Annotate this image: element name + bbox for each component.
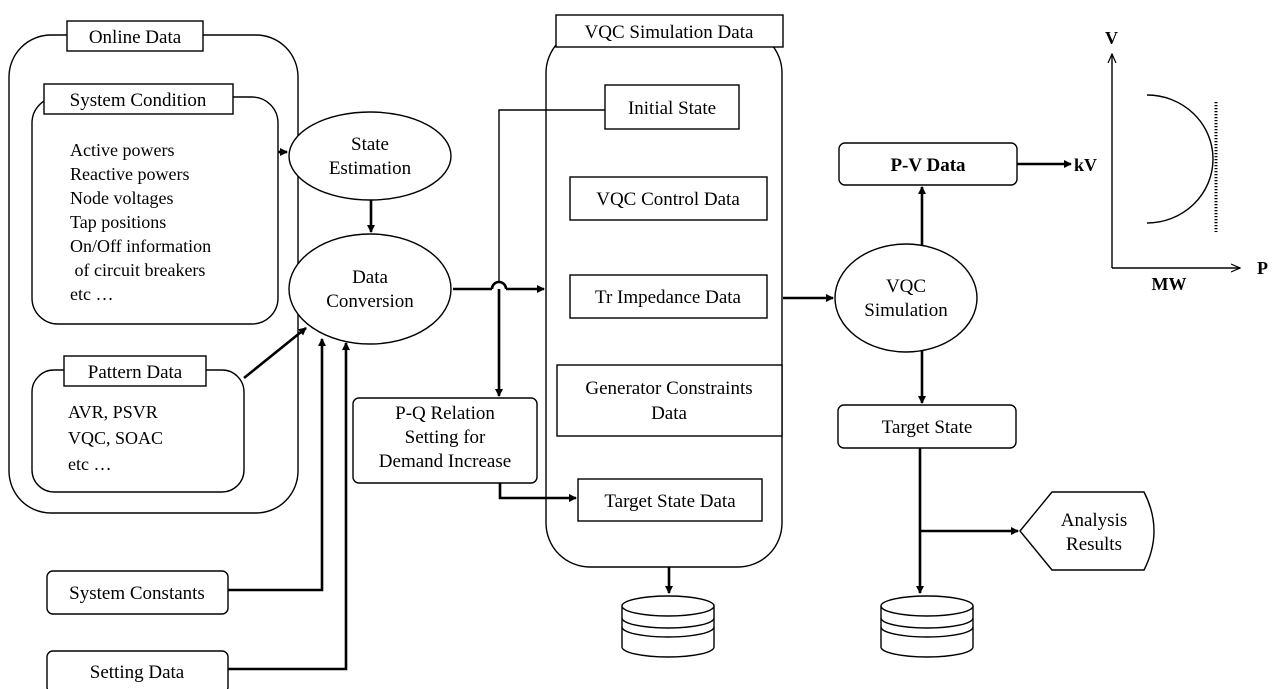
system-condition-item: etc … [70, 284, 113, 304]
pv-curve-sketch: V P kV MW [1074, 28, 1268, 294]
vqc-simulation-data-title-box [555, 14, 784, 48]
pv-curve-y-label: V [1105, 28, 1118, 48]
pv-curve-kv-label: kV [1074, 155, 1097, 175]
pattern-data-title: Pattern Data [88, 362, 183, 383]
data-conversion-label: Data [352, 267, 388, 288]
state-estimation-label: Estimation [329, 158, 412, 179]
target-state-label: Target State [882, 417, 973, 438]
system-condition-item: On/Off information [70, 236, 211, 256]
system-condition-item: Reactive powers [70, 164, 189, 184]
setting-data-label: Setting Data [90, 662, 185, 683]
database-cylinder-1 [621, 595, 715, 658]
initial-state-label: Initial State [628, 98, 716, 119]
pv-curve-nose [1146, 94, 1214, 224]
database-cylinder-2 [880, 595, 974, 658]
system-condition-item: of circuit breakers [70, 260, 205, 280]
generator-constraints-label: Data [651, 403, 687, 424]
pv-curve-x-label: P [1257, 258, 1268, 278]
system-condition-frame [31, 96, 279, 325]
data-conversion-label: Conversion [326, 291, 414, 312]
setting-data-box [46, 650, 229, 689]
tr-impedance-data-label: Tr Impedance Data [595, 287, 742, 308]
system-constants-label: System Constants [69, 583, 205, 604]
tr-impedance-data-box [569, 274, 768, 319]
system-condition-title-box [43, 83, 234, 115]
online-data-title: Online Data [89, 27, 182, 48]
pattern-data-title-box [63, 355, 207, 387]
pv-curve-mw-label: MW [1152, 274, 1187, 294]
pattern-data-item: AVR, PSVR [68, 402, 158, 422]
pattern-data-item: VQC, SOAC [68, 428, 163, 448]
vqc-simulation-node [834, 243, 978, 353]
system-condition-item: Tap positions [70, 212, 166, 232]
pattern-data-item: etc … [68, 454, 111, 474]
pv-data-label: P-V Data [890, 155, 966, 176]
vqc-simulation-data-group: VQC Simulation Data Initial State VQC Co… [545, 14, 784, 568]
pq-relation-label: P-Q Relation [395, 403, 495, 424]
vqc-simulation-label: Simulation [864, 300, 948, 321]
pq-relation-box [352, 397, 538, 484]
state-estimation-node [288, 111, 452, 201]
system-constants-box [46, 570, 229, 615]
target-state-data-box [577, 478, 763, 522]
initial-state-box [604, 84, 740, 130]
vqc-simulation-data-title: VQC Simulation Data [585, 22, 754, 43]
system-condition-title: System Condition [70, 90, 207, 111]
data-conversion-node [288, 233, 452, 345]
vqc-simulation-label: VQC [886, 276, 926, 297]
system-condition-item: Node voltages [70, 188, 173, 208]
state-estimation-label: State [351, 134, 389, 155]
connectors [228, 109, 1072, 671]
target-state-data-label: Target State Data [604, 491, 736, 512]
generator-constraints-label: Generator Constraints [585, 378, 752, 399]
system-condition-item: Active powers [70, 140, 174, 160]
online-data-title-box [66, 20, 204, 52]
generator-constraints-box [556, 364, 783, 437]
analysis-results-label: Results [1066, 534, 1122, 555]
analysis-results-shape [1019, 491, 1155, 571]
analysis-results-label: Analysis [1061, 510, 1128, 531]
pq-relation-label: Demand Increase [379, 451, 511, 472]
vqc-control-data-box [569, 176, 768, 221]
online-data-group: Online Data System Condition Active powe… [8, 20, 299, 514]
vqc-control-data-label: VQC Control Data [596, 189, 740, 210]
pq-relation-label: Setting for [405, 427, 486, 448]
target-state-box [837, 404, 1017, 449]
